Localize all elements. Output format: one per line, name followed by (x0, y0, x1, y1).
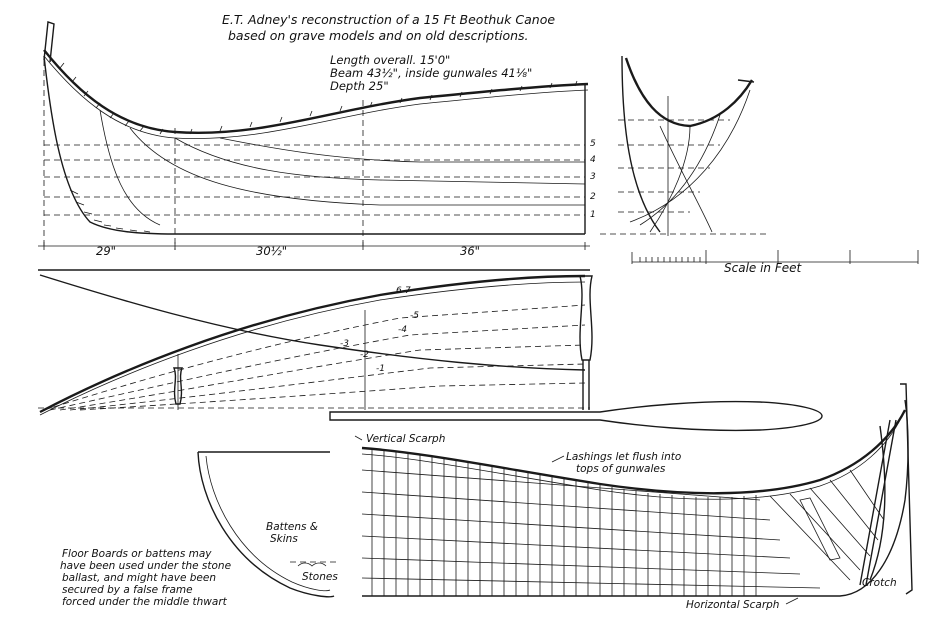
paddle-outline (329, 400, 823, 432)
paddle (329, 400, 823, 432)
plan-sheer (39, 274, 586, 371)
cutaway-stern-frames (769, 469, 885, 581)
plan-label-5: -5 (410, 311, 419, 321)
stem-post (43, 21, 55, 63)
body-section-view (600, 55, 770, 236)
plan-wl-4 (49, 324, 586, 411)
scale-label: Scale in Feet (724, 261, 803, 275)
keel-hatching (69, 189, 151, 233)
plan-wl-2 (69, 363, 586, 411)
buttock-line-4 (219, 137, 585, 163)
floor-note-line-3: ballast, and might have been (62, 572, 216, 584)
waterline-label-1: 1 (590, 210, 596, 220)
gunwale-lashings (59, 62, 578, 135)
section-frame-2 (649, 125, 691, 233)
floor-note-line-1: Floor Boards or battens may (62, 548, 212, 560)
scale-bar: Scale in Feet (631, 250, 919, 275)
thwart-a (172, 367, 184, 405)
sheer-line (43, 49, 589, 134)
lashings-label-1: Lashings let flush into (566, 451, 681, 463)
cutaway-crotch-post (859, 419, 897, 586)
cutaway-gunwale-inner (361, 415, 903, 500)
cutaway-view: Vertical Scarph Lashings let flush into … (354, 383, 913, 611)
dimension-specs: Length overall. 15'0" Beam 43½", inside … (330, 53, 532, 93)
detail-stones (297, 562, 327, 567)
vertical-scarph-pointer (354, 435, 363, 441)
cutaway-thwart-brace (799, 497, 841, 561)
floor-note-line-4: secured by a false frame (62, 584, 193, 596)
section-frame-1 (659, 125, 713, 233)
plan-gunwale-inner (39, 281, 586, 416)
plan-stern-post (579, 275, 593, 361)
floor-note-line-2: have been used under the stone (60, 560, 231, 572)
title-line-2: based on grave models and on old descrip… (228, 28, 529, 43)
drawing-title: E.T. Adney's reconstruction of a 15 Ft B… (222, 12, 555, 43)
plan-label-2: -2 (360, 350, 369, 360)
cutaway-battens (361, 469, 821, 589)
cross-section-detail: Battens & Skins Stones (197, 451, 338, 598)
section-gunwale-cap (737, 79, 755, 83)
horizontal-scarph-label: Horizontal Scarph (686, 599, 779, 611)
plan-wl-3 (59, 344, 586, 411)
waterline-label-3: 3 (590, 172, 596, 182)
spec-beam: Beam 43½", inside gunwales 41⅛" (330, 66, 532, 80)
floor-note-line-5: forced under the middle thwart (62, 596, 228, 608)
stones-label: Stones (302, 571, 338, 583)
section-frame-3 (639, 114, 721, 226)
dimension-30-half: 30½" (256, 244, 287, 258)
horizontal-scarph-pointer (785, 597, 799, 605)
lashings-label-2: tops of gunwales (576, 463, 666, 475)
detail-hull-inner (205, 455, 331, 592)
sheer-line-inner (43, 55, 589, 139)
profile-view: 5 4 3 2 1 29" 30½" 36" (38, 21, 596, 258)
waterline-label-2: 2 (590, 192, 596, 202)
section-gunwale (624, 57, 754, 128)
plan-gunwale (39, 274, 586, 414)
plan-label-top: 6-7 (396, 286, 411, 296)
cutaway-stem-outer (900, 383, 913, 595)
spec-length: Length overall. 15'0" (330, 53, 450, 67)
plan-label-3: -3 (340, 339, 349, 349)
plan-label-4: -4 (398, 325, 407, 335)
battens-label-2: Skins (270, 533, 298, 545)
dimension-29: 29" (96, 244, 116, 258)
lashings-pointer (551, 455, 565, 463)
buttock-line-2 (129, 127, 585, 206)
keel-line (43, 55, 585, 235)
scale-bar-subdivisions (639, 257, 701, 262)
waterline-label-5: 5 (590, 139, 596, 149)
scale-bar-main (631, 250, 919, 264)
title-line-1: E.T. Adney's reconstruction of a 15 Ft B… (222, 12, 555, 27)
cutaway-stem-inner (869, 425, 886, 581)
plan-label-1: -1 (376, 364, 385, 374)
spec-depth: Depth 25" (330, 79, 389, 93)
buttock-line-3 (174, 137, 586, 185)
cutaway-gunwale (361, 409, 907, 495)
battens-label-1: Battens & (266, 521, 318, 533)
floor-note: Floor Boards or battens may have been us… (60, 548, 231, 608)
vertical-scarph-label: Vertical Scarph (366, 433, 445, 445)
dimension-ticks (43, 242, 586, 250)
cutaway-ribs (371, 450, 757, 596)
plan-wl-5 (43, 304, 586, 411)
waterline-label-4: 4 (590, 155, 596, 165)
plan-wl-1 (79, 382, 586, 411)
section-frame-4 (629, 89, 751, 223)
plan-view: 6-7 -5 -4 -3 -2 -1 (38, 269, 593, 416)
detail-hull-outer (197, 451, 335, 598)
dimension-36: 36" (460, 244, 480, 258)
section-outer-hull (621, 55, 661, 233)
crotch-label: Crotch (862, 577, 897, 589)
buttock-line-1 (99, 109, 161, 226)
